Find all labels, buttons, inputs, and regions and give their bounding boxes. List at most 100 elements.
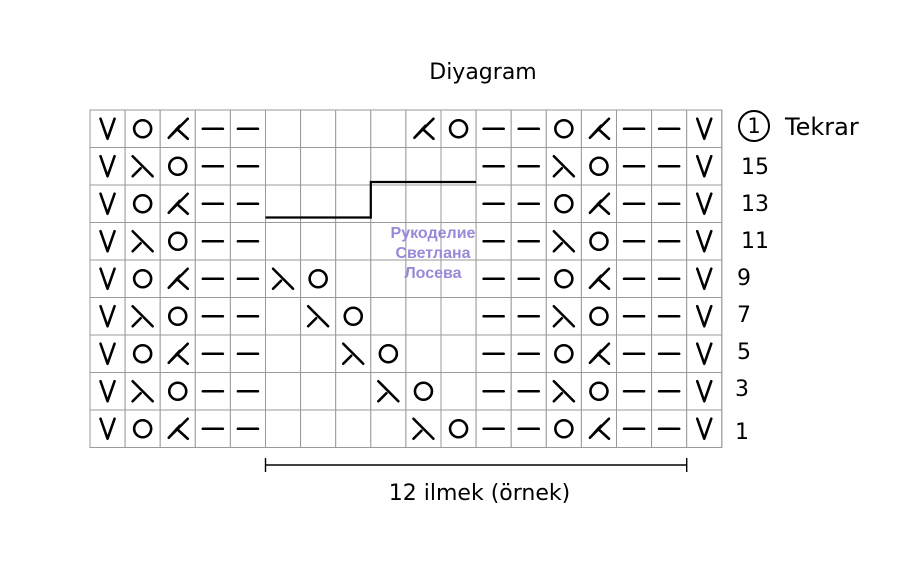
grid-cell bbox=[440, 147, 477, 186]
grid-cell bbox=[89, 334, 126, 373]
grid-cell bbox=[545, 334, 582, 373]
grid-cell bbox=[686, 259, 723, 298]
yarn-over-symbol bbox=[167, 231, 188, 252]
slip-stitch-symbol bbox=[695, 229, 713, 253]
grid-cell bbox=[265, 409, 302, 448]
grid-cell bbox=[335, 147, 372, 186]
grid-cell bbox=[265, 222, 302, 261]
grid-cell bbox=[124, 109, 161, 148]
yarn-over-symbol bbox=[589, 381, 609, 402]
grid-cell bbox=[580, 184, 618, 223]
grid-cell bbox=[405, 222, 442, 261]
row-label: 3 bbox=[735, 377, 749, 402]
decrease-left-symbol bbox=[588, 267, 611, 291]
grid-cell bbox=[124, 334, 161, 373]
yarn-over-symbol bbox=[132, 418, 153, 439]
grid-cell bbox=[370, 334, 407, 373]
decrease-right-symbol bbox=[552, 304, 576, 328]
grid-cell bbox=[89, 147, 126, 186]
row-label: 1 bbox=[735, 420, 749, 445]
slip-stitch-symbol bbox=[695, 417, 713, 441]
grid-cell bbox=[335, 222, 372, 261]
decrease-right-symbol bbox=[412, 417, 435, 441]
slip-stitch-symbol bbox=[695, 267, 713, 291]
repeat-caption: 12 ilmek (örnek) bbox=[388, 481, 571, 506]
tekrar-label: Tekrar bbox=[785, 113, 859, 141]
slip-stitch-symbol bbox=[695, 304, 713, 328]
decrease-right-symbol bbox=[131, 304, 154, 328]
slip-stitch-symbol bbox=[99, 342, 116, 366]
grid-cell bbox=[265, 372, 302, 411]
grid-cell bbox=[370, 222, 407, 261]
decrease-right-symbol bbox=[306, 304, 330, 328]
grid-cell bbox=[580, 222, 618, 261]
grid-cell bbox=[686, 409, 723, 448]
grid-cell bbox=[265, 147, 302, 186]
grid-cell bbox=[124, 409, 161, 448]
grid-cell bbox=[335, 109, 372, 148]
grid-cell bbox=[686, 147, 723, 186]
repeat-boundary-line bbox=[265, 180, 477, 219]
decrease-right-symbol bbox=[552, 229, 576, 253]
yarn-over-symbol bbox=[132, 118, 153, 139]
grid-cell bbox=[159, 222, 196, 261]
watermark: Рукоделие Светлана Лосева bbox=[368, 224, 498, 284]
yarn-over-symbol bbox=[167, 381, 188, 402]
decrease-left-symbol bbox=[167, 192, 190, 216]
grid-cell bbox=[229, 147, 266, 186]
grid-cell bbox=[89, 222, 126, 261]
grid-cell bbox=[440, 109, 477, 148]
grid-cell bbox=[370, 147, 407, 186]
grid-cell bbox=[440, 334, 477, 373]
grid-cell bbox=[300, 334, 337, 373]
grid-cell bbox=[265, 109, 302, 148]
yarn-over-symbol bbox=[132, 343, 153, 364]
watermark-line: Рукоделие bbox=[390, 225, 476, 242]
decrease-left-symbol bbox=[167, 267, 190, 291]
yarn-over-symbol bbox=[167, 156, 188, 177]
yarn-over-symbol bbox=[132, 193, 153, 214]
row-label: 15 bbox=[741, 155, 769, 180]
grid-cell bbox=[405, 297, 442, 336]
grid-cell bbox=[89, 184, 126, 223]
row-label: 11 bbox=[741, 229, 769, 254]
grid-border bbox=[89, 109, 723, 448]
yarn-over-symbol bbox=[554, 418, 574, 439]
grid-cell bbox=[335, 409, 372, 448]
grid-cell bbox=[370, 184, 407, 223]
grid-cell bbox=[440, 222, 477, 261]
grid-cell bbox=[405, 147, 442, 186]
yarn-over-symbol bbox=[554, 118, 574, 139]
grid-cell bbox=[686, 297, 723, 336]
grid-cell bbox=[545, 409, 582, 448]
chart-title: Diyagram bbox=[429, 60, 537, 85]
yarn-over-symbol bbox=[132, 268, 153, 289]
slip-stitch-symbol bbox=[99, 267, 116, 291]
grid-cell bbox=[370, 297, 407, 336]
grid-cell bbox=[89, 372, 126, 411]
yarn-over-symbol bbox=[448, 118, 469, 139]
grid-cell bbox=[265, 297, 302, 336]
grid-cell bbox=[580, 297, 618, 336]
tekrar-number-badge: 1 bbox=[738, 110, 770, 142]
grid-cell bbox=[159, 372, 196, 411]
decrease-right-symbol bbox=[131, 379, 154, 403]
yarn-over-symbol bbox=[343, 306, 364, 327]
grid-cell bbox=[545, 109, 582, 148]
grid-cell bbox=[405, 184, 442, 223]
grid-cell bbox=[89, 109, 126, 148]
grid-cell bbox=[440, 184, 477, 223]
grid-cell bbox=[616, 184, 653, 223]
grid-cell bbox=[370, 109, 407, 148]
grid-cell bbox=[686, 222, 723, 261]
decrease-left-symbol bbox=[167, 117, 190, 141]
yarn-over-symbol bbox=[413, 381, 434, 402]
slip-stitch-symbol bbox=[99, 417, 116, 441]
grid-cell bbox=[686, 184, 723, 223]
slip-stitch-symbol bbox=[99, 192, 116, 216]
yarn-over-symbol bbox=[589, 231, 609, 252]
grid-cell bbox=[545, 184, 582, 223]
row-label: 5 bbox=[737, 340, 751, 365]
yarn-over-symbol bbox=[554, 268, 574, 289]
